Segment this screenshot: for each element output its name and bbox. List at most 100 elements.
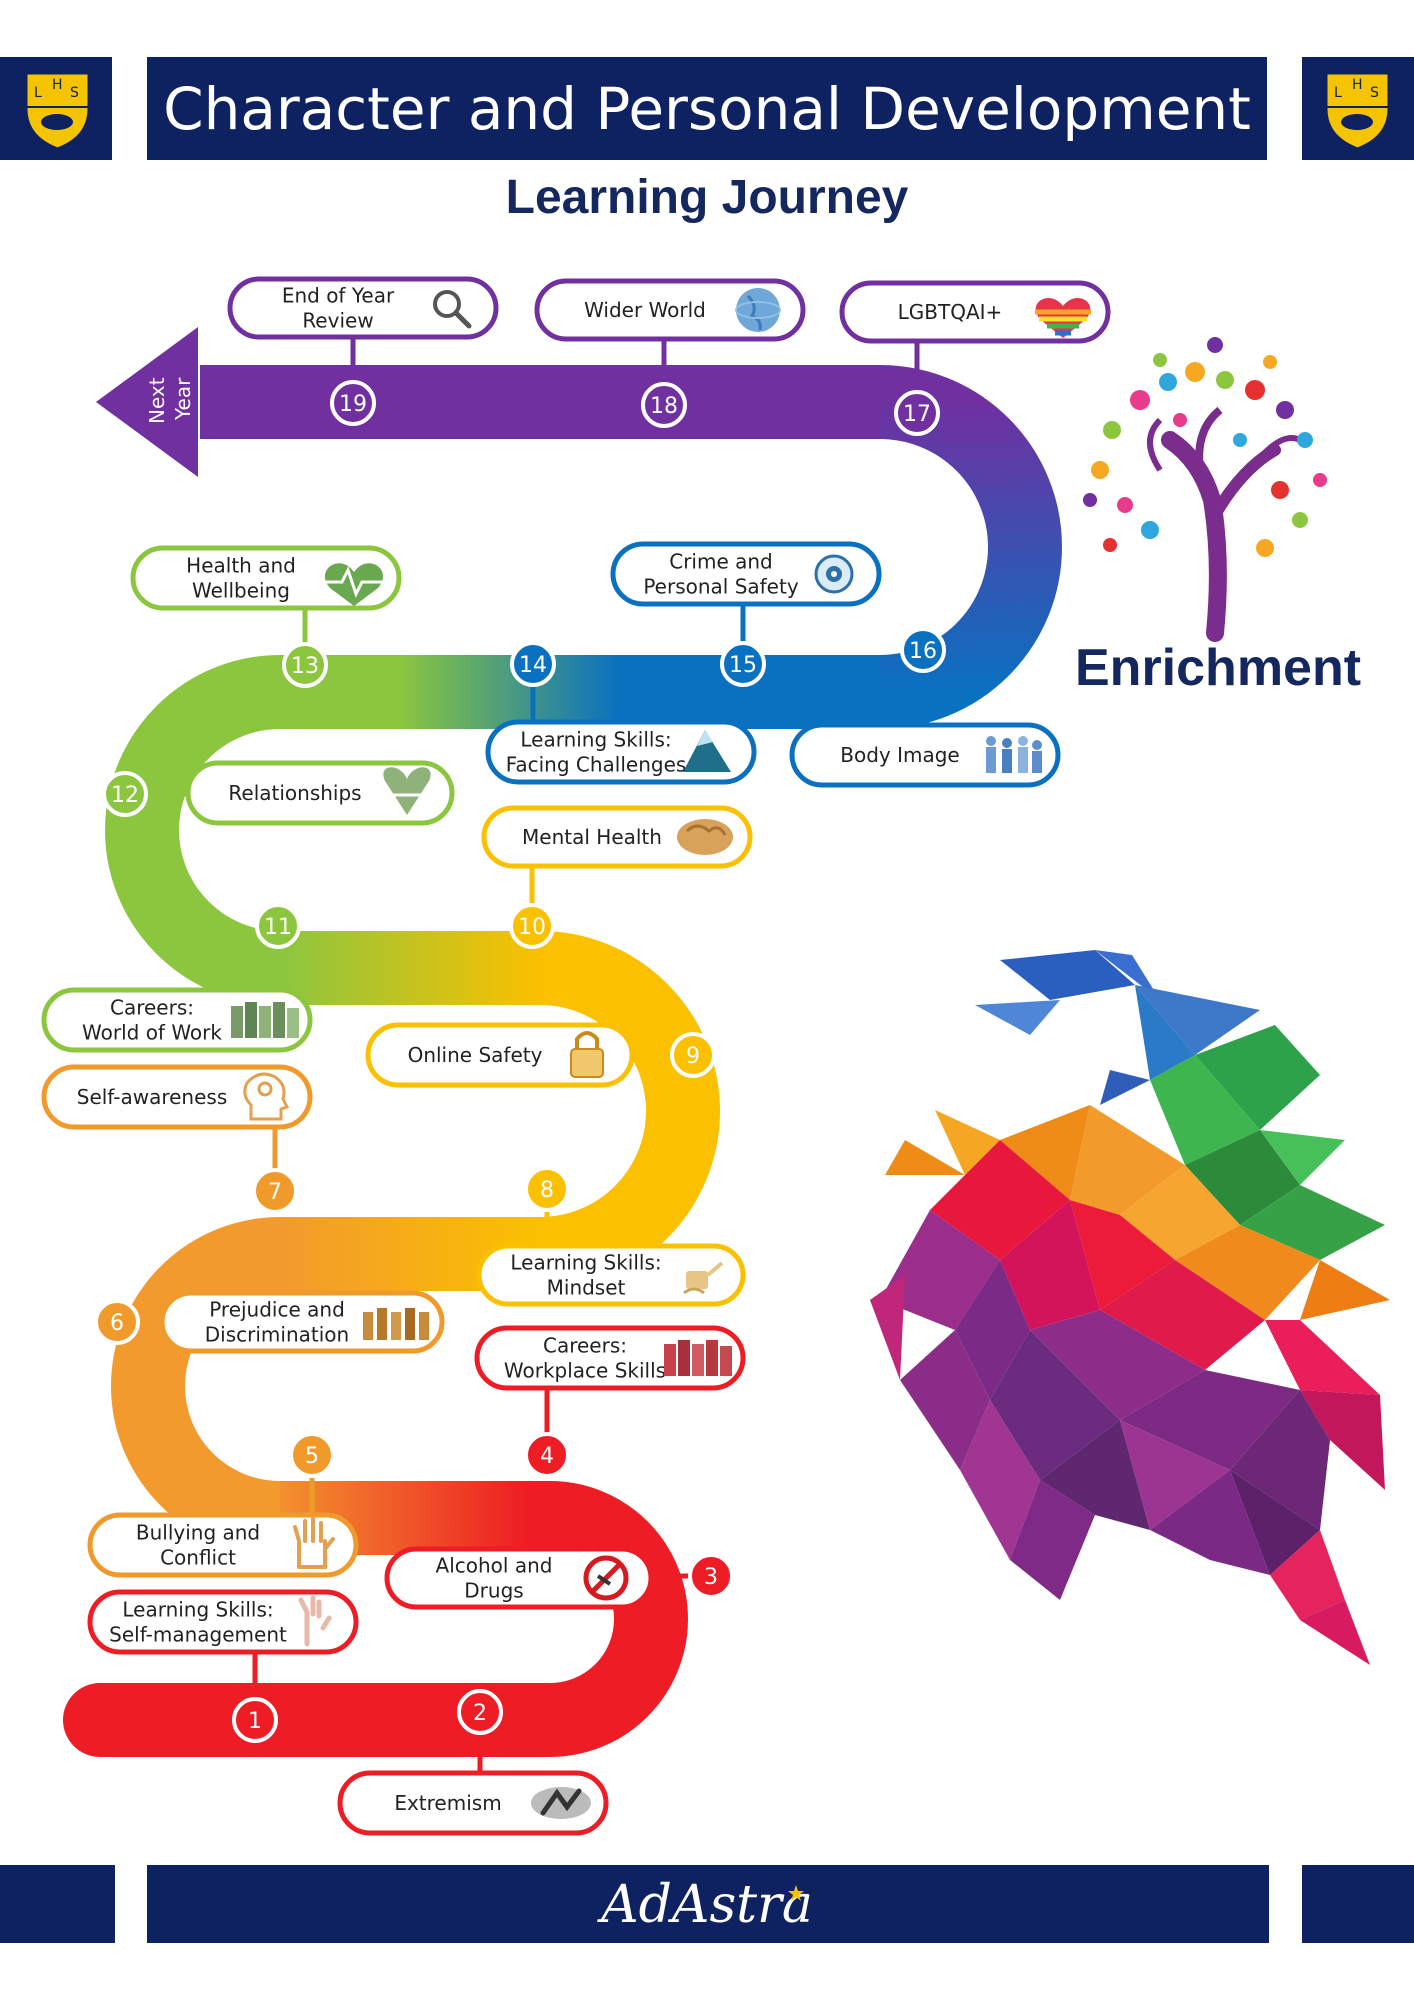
topic-label-3-line-1: Alcohol and xyxy=(436,1554,553,1578)
rainbow-heart-icon xyxy=(1035,298,1091,338)
topic-box-13 xyxy=(130,545,402,611)
station-number-3: 3 xyxy=(704,1565,718,1590)
topic-box-4 xyxy=(474,1325,746,1391)
topic-label-13-line-1: Health and xyxy=(186,554,296,578)
mountain-icon xyxy=(683,730,731,772)
detective-eye-icon xyxy=(814,554,854,594)
track-curve-left-2 xyxy=(105,655,281,1005)
header-title-band xyxy=(147,57,1267,160)
crest-letter-s: S xyxy=(70,85,79,101)
workers-icon xyxy=(231,1002,299,1038)
station-number-17: 17 xyxy=(903,402,931,427)
topic-label-1-line-2: Self-management xyxy=(109,1623,287,1647)
topic-box-19 xyxy=(227,276,499,340)
topic-label-6-line-1: Prejudice and xyxy=(209,1298,345,1322)
enrichment-tree-icon xyxy=(1083,337,1327,642)
topic-box-8 xyxy=(476,1243,746,1307)
topic-label-6-line-2: Discrimination xyxy=(205,1323,349,1347)
footer-left-band xyxy=(0,1865,115,1943)
topic-box-9 xyxy=(365,1022,635,1088)
topic-label-4-line-1: Careers: xyxy=(543,1334,627,1358)
topic-label-5-line-1: Bullying and xyxy=(136,1521,260,1545)
station-number-6: 6 xyxy=(110,1311,124,1336)
head-gears-icon xyxy=(243,1072,290,1121)
station-marker-15 xyxy=(720,641,766,687)
people-icon xyxy=(664,1340,732,1376)
topic-label-15-line-1: Crime and xyxy=(669,550,773,574)
handshake-icon xyxy=(383,767,431,815)
next-year-arrowhead xyxy=(96,327,198,477)
station-marker-17 xyxy=(894,390,940,436)
station-number-8: 8 xyxy=(540,1178,554,1203)
topic-box-1 xyxy=(87,1589,359,1655)
topic-label-14-line-1: Learning Skills: xyxy=(520,728,671,752)
enrichment-label: Enrichment xyxy=(1075,639,1362,697)
magnifier-icon xyxy=(433,290,472,329)
topic-label-11-line-2: World of Work xyxy=(82,1021,222,1045)
station-marker-12 xyxy=(102,771,148,817)
topic-label-9-line-1: Online Safety xyxy=(408,1043,543,1067)
station-marker-18 xyxy=(641,382,687,428)
topic-label-4-line-2: Workplace Skills xyxy=(504,1359,666,1383)
topic-label-14-line-2: Facing Challenges xyxy=(506,753,687,777)
topic-label-3-line-2: Drugs xyxy=(464,1579,523,1603)
motto-star-icon xyxy=(788,1885,804,1901)
station-marker-8 xyxy=(524,1166,570,1212)
station-number-18: 18 xyxy=(650,394,678,419)
topic-label-18-line-1: Wider World xyxy=(584,298,706,322)
topic-label-13-line-2: Wellbeing xyxy=(192,579,290,603)
station-marker-16 xyxy=(900,627,946,673)
station-marker-10 xyxy=(509,903,555,949)
station-marker-4 xyxy=(524,1432,570,1478)
footer-motto: AdAstra xyxy=(601,1875,813,1935)
station-number-2: 2 xyxy=(473,1701,487,1726)
station-marker-1 xyxy=(232,1697,278,1743)
page-subtitle: Learning Journey xyxy=(505,171,909,224)
no-drugs-icon xyxy=(583,1555,629,1601)
station-number-4: 4 xyxy=(540,1444,554,1469)
topic-box-11 xyxy=(41,987,313,1053)
topic-label-7-line-1: Self-awareness xyxy=(77,1085,228,1109)
topic-label-17-line-1: LGBTQAI+ xyxy=(898,300,1003,324)
globe-icon xyxy=(735,288,781,332)
station-marker-13 xyxy=(282,642,328,688)
topic-label-8-line-2: Mindset xyxy=(547,1276,626,1300)
school-crest-left: L H S xyxy=(24,71,91,151)
topic-label-1-line-1: Learning Skills: xyxy=(122,1598,273,1622)
topic-box-5 xyxy=(87,1512,359,1578)
track-curve-left-1 xyxy=(111,1217,281,1555)
page-title: Character and Personal Development xyxy=(163,74,1251,143)
station-marker-5 xyxy=(289,1432,335,1478)
crest-letter-h: H xyxy=(52,77,63,93)
crest-letter-s: S xyxy=(1370,85,1379,101)
hand-icon xyxy=(298,1595,332,1647)
station-marker-11 xyxy=(255,903,301,949)
track-curve-right-2 xyxy=(539,931,720,1291)
school-crest-right: L H S xyxy=(1324,71,1391,151)
station-number-9: 9 xyxy=(686,1044,700,1069)
brain-icon xyxy=(677,819,733,855)
topic-box-17 xyxy=(839,280,1111,344)
station-number-12: 12 xyxy=(111,783,139,808)
topic-label-5-line-2: Conflict xyxy=(160,1546,236,1570)
station-marker-7 xyxy=(252,1168,298,1214)
station-marker-6 xyxy=(94,1299,140,1345)
station-number-15: 15 xyxy=(729,653,757,678)
topic-label-2-line-1: Extremism xyxy=(394,1791,501,1815)
station-marker-19 xyxy=(330,380,376,426)
topic-label-19-line-2: Review xyxy=(302,309,373,333)
station-number-10: 10 xyxy=(518,915,546,940)
topic-box-15 xyxy=(610,541,882,607)
topic-label-15-line-2: Personal Safety xyxy=(643,575,799,599)
station-number-7: 7 xyxy=(268,1180,282,1205)
topic-box-2 xyxy=(337,1770,609,1836)
station-number-14: 14 xyxy=(519,653,547,678)
station-number-5: 5 xyxy=(305,1444,319,1469)
station-number-13: 13 xyxy=(291,654,319,679)
fight-icon xyxy=(531,1787,591,1819)
station-number-1: 1 xyxy=(248,1709,262,1734)
station-marker-2 xyxy=(457,1689,503,1735)
station-marker-9 xyxy=(670,1032,716,1078)
crest-letter-h: H xyxy=(1352,77,1363,93)
